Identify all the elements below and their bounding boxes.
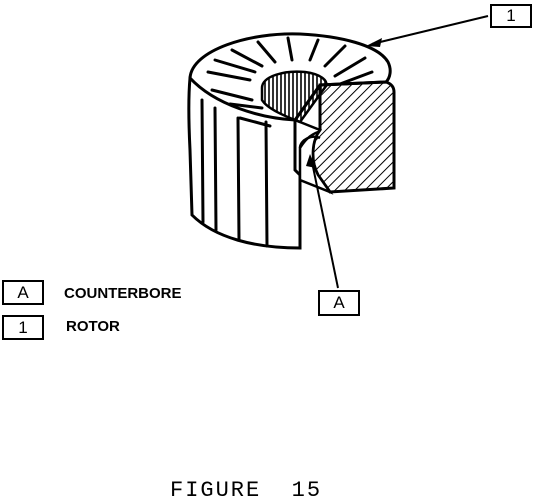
legend-key-a-label: A [17, 282, 29, 302]
bore [260, 70, 328, 124]
callout-rotor: 1 [490, 4, 532, 28]
legend-key-a: A [2, 280, 44, 305]
legend-key-1-label: 1 [18, 317, 28, 337]
callout-rotor-label: 1 [506, 6, 516, 25]
callout-counterbore: A [318, 290, 360, 316]
counterbore-leader-arrowhead [306, 154, 316, 168]
side-slots [200, 98, 272, 248]
cutaway-section [311, 80, 396, 194]
legend-key-1: 1 [2, 315, 44, 340]
legend-label-counterbore: COUNTERBORE [64, 285, 182, 302]
rotor-leader-arrowhead [366, 38, 382, 47]
callout-counterbore-label: A [333, 293, 345, 312]
counterbore-leader [311, 161, 339, 289]
legend-label-rotor: ROTOR [66, 318, 120, 335]
top-slots [206, 36, 374, 110]
rotor-leader [371, 15, 489, 45]
figure-caption: FIGURE 15 [170, 478, 323, 503]
